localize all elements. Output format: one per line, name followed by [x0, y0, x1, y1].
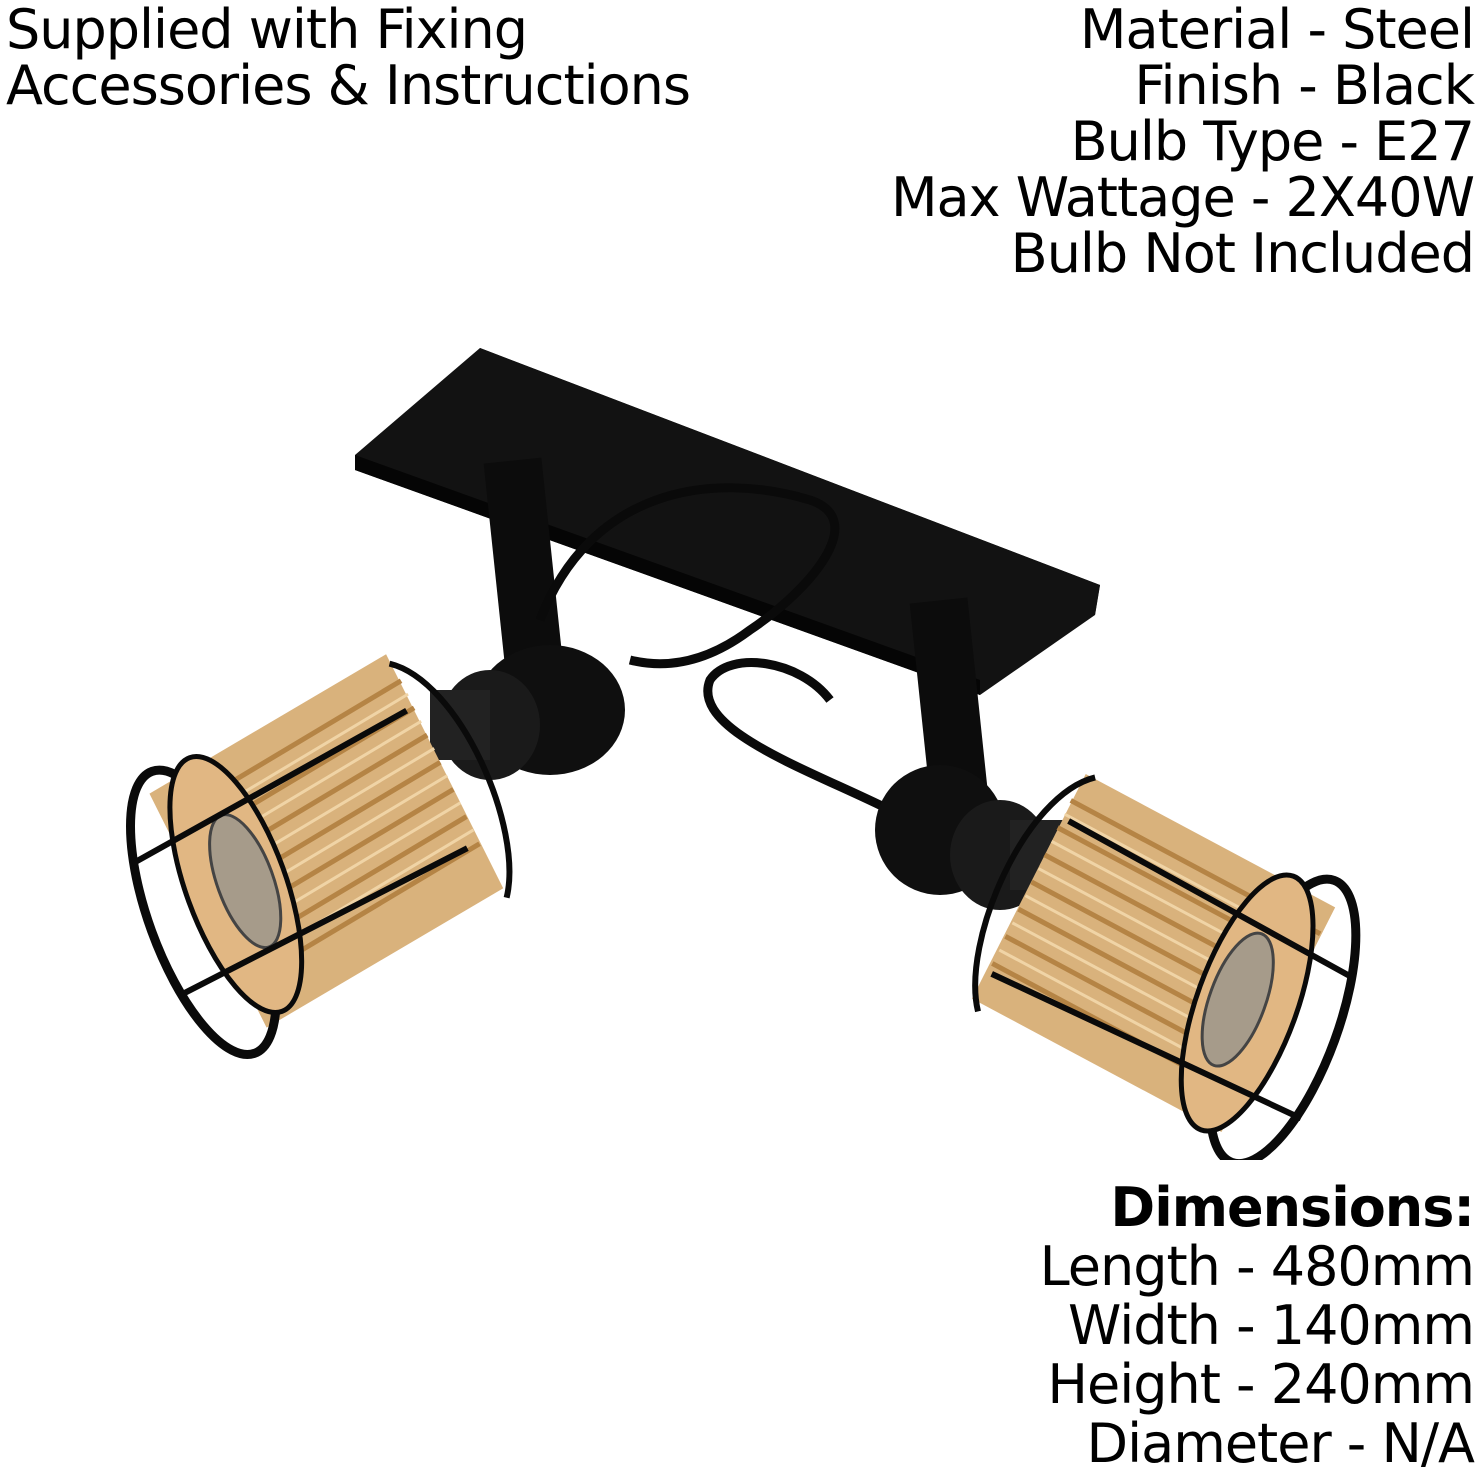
left-shade — [126, 654, 513, 1060]
right-shade — [972, 773, 1361, 1160]
spec-max-wattage: Max Wattage - 2X40W — [890, 166, 1475, 229]
dimension-length: Length - 480mm — [1039, 1235, 1475, 1298]
dimension-width: Width - 140mm — [1068, 1294, 1475, 1357]
spec-material: Material - Steel — [1079, 0, 1475, 61]
dimension-height: Height - 240mm — [1047, 1353, 1475, 1416]
dimensions-title: Dimensions: — [1110, 1176, 1475, 1239]
fixing-note: Supplied with Fixing Accessories & Instr… — [6, 0, 691, 117]
fixing-note-line-2: Accessories & Instructions — [6, 54, 691, 117]
left-lamp-holder — [430, 645, 625, 780]
dimensions-block: Dimensions: Length - 480mm Width - 140mm… — [1039, 1176, 1475, 1475]
spec-bulb-not-included: Bulb Not Included — [1010, 222, 1475, 285]
spec-finish: Finish - Black — [1134, 54, 1475, 117]
left-arm — [483, 457, 840, 683]
product-image — [126, 348, 1361, 1160]
spec-list: Material - Steel Finish - Black Bulb Typ… — [890, 0, 1475, 285]
spec-bulb-type: Bulb Type - E27 — [1070, 110, 1475, 173]
dimension-diameter: Diameter - N/A — [1086, 1412, 1475, 1475]
right-arm — [703, 597, 989, 815]
fixing-note-line-1: Supplied with Fixing — [6, 0, 528, 61]
